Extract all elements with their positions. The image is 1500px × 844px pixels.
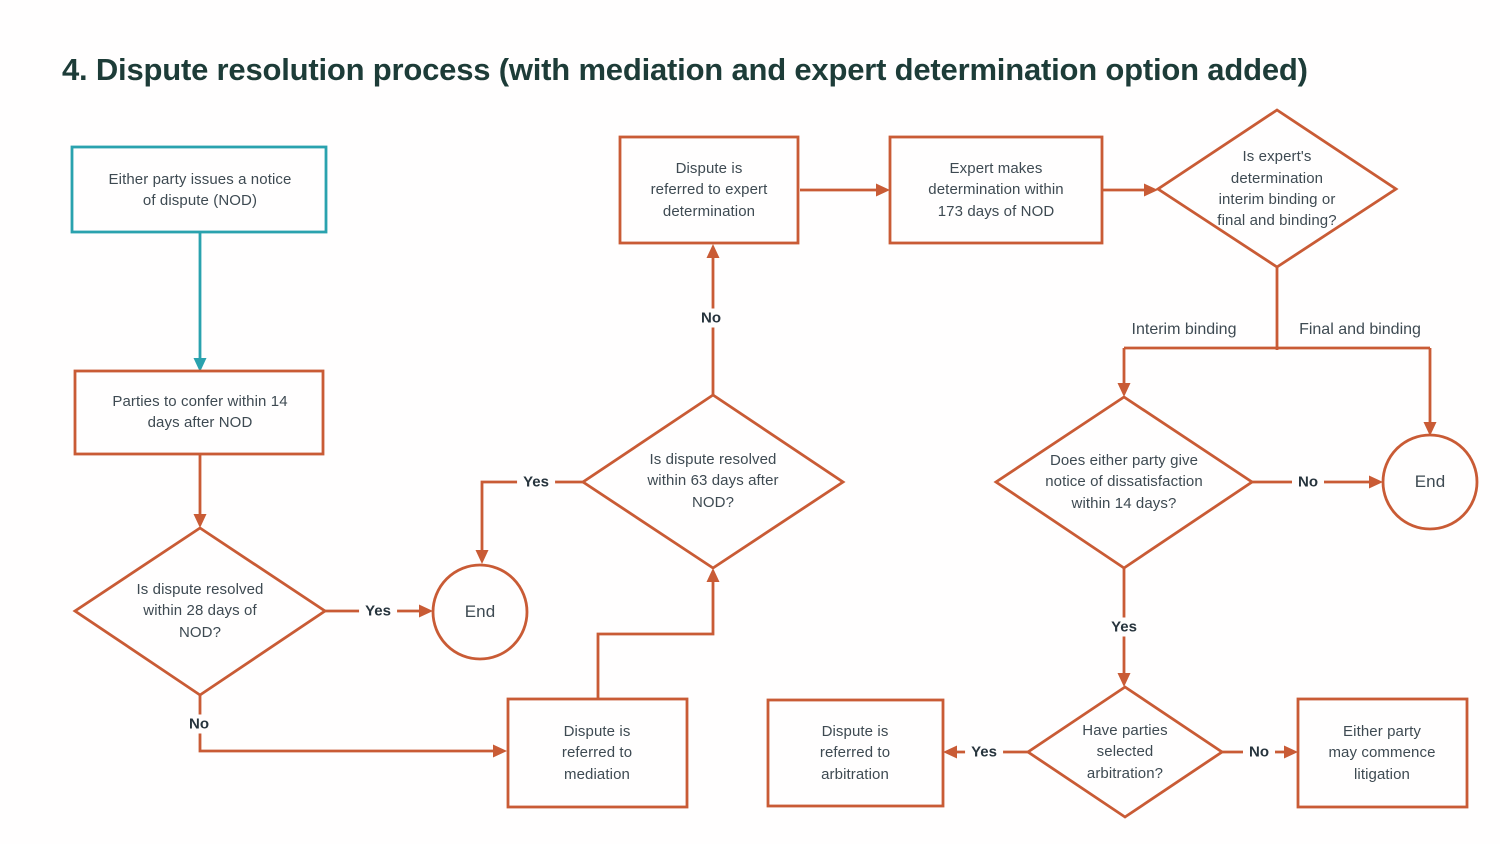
connector-mediation-to-resolved63 xyxy=(596,568,720,700)
text-line: notice of dissatisfaction xyxy=(1045,473,1203,491)
text-line: Does either party give xyxy=(1049,452,1199,470)
connector-resolved63-yes-to-end xyxy=(475,480,583,564)
text-line: within 28 days of xyxy=(143,602,257,620)
expert-determination-box-label: Expert makes determination within 173 da… xyxy=(916,146,1076,234)
text-line: determination xyxy=(1230,169,1324,187)
text-line: Either party issues a notice xyxy=(108,170,292,188)
text-line: Expert makes xyxy=(949,160,1043,178)
text-line: arbitration? xyxy=(1086,764,1164,782)
text-line: days after NOD xyxy=(147,414,253,431)
resolved28-diamond-label: Is dispute resolved within 28 days of NO… xyxy=(110,569,290,653)
text-line: may commence xyxy=(1328,744,1436,762)
text-line: End xyxy=(1414,471,1446,491)
text-line: selected xyxy=(1096,743,1154,761)
text-line: arbitration xyxy=(821,765,889,783)
expert-referral-box-label: Dispute is referred to expert determinat… xyxy=(629,146,789,234)
end1-circle-label: End xyxy=(430,588,530,636)
mediation-box-label: Dispute is referred to mediation xyxy=(537,709,657,797)
mediation-box-shape xyxy=(506,697,689,809)
text-line: 173 days of NOD xyxy=(937,202,1055,220)
nod-box-label: Either party issues a notice of dispute … xyxy=(80,150,320,230)
dissatisfaction-diamond-shape xyxy=(993,395,1255,570)
edge-label-resolved28-yes: Yes xyxy=(359,601,397,621)
edge-label-dissatisfaction-yes: Yes xyxy=(1105,617,1143,637)
text-line: litigation xyxy=(1353,765,1411,783)
text-line: determination xyxy=(662,202,756,220)
text-line: Have parties xyxy=(1082,722,1168,740)
text-line: within 63 days after xyxy=(647,472,779,490)
text-line: Is dispute resolved xyxy=(649,451,777,469)
arbitration-box-shape xyxy=(766,698,945,808)
edge-label-resolved63-yes: Yes xyxy=(517,472,555,492)
text-line: NOD? xyxy=(178,623,222,641)
edge-label-dissatisfaction-no: No xyxy=(1292,472,1324,492)
litigation-box-shape xyxy=(1296,697,1469,809)
text-line: Dispute is xyxy=(675,160,743,178)
text-line: of dispute (NOD) xyxy=(142,192,258,209)
edge-label-final-and-binding: Final and binding xyxy=(1295,320,1425,340)
expert-referral-box-shape xyxy=(618,135,800,245)
text-line: referred to xyxy=(561,744,633,762)
text-line: Dispute is xyxy=(563,723,631,741)
edge-label-resolved28-no: No xyxy=(183,714,215,734)
end2-circle-shape xyxy=(1381,433,1479,531)
text-line: Parties to confer within 14 xyxy=(112,392,288,410)
text-line: final and binding? xyxy=(1217,212,1337,230)
nod-box-shape xyxy=(70,145,328,234)
arbitration-box-label: Dispute is referred to arbitration xyxy=(795,709,915,797)
end2-circle-label: End xyxy=(1380,458,1480,506)
text-line: Dispute is xyxy=(821,723,889,741)
edge-label-interim-binding: Interim binding xyxy=(1127,320,1241,340)
arbitration-selected-diamond-shape xyxy=(1025,685,1225,819)
resolved63-diamond-shape xyxy=(580,393,846,570)
litigation-box-label: Either party may commence litigation xyxy=(1322,709,1442,797)
text-line: NOD? xyxy=(691,493,735,511)
confer-box-label: Parties to confer within 14 days after N… xyxy=(80,372,320,452)
text-line: End xyxy=(464,601,496,621)
binding-type-diamond-shape xyxy=(1155,108,1399,269)
text-line: interim binding or xyxy=(1218,191,1336,208)
text-line: determination within xyxy=(928,181,1064,199)
edge-label-arbitration-yes: Yes xyxy=(965,742,1003,762)
arbitration-selected-diamond-label: Have parties selected arbitration? xyxy=(1055,710,1195,794)
confer-box-shape xyxy=(73,369,325,456)
expert-determination-box-shape xyxy=(888,135,1104,245)
text-line: within 14 days? xyxy=(1071,494,1177,512)
text-line: Either party xyxy=(1343,723,1421,741)
page-title: 4. Dispute resolution process (with medi… xyxy=(62,52,1308,87)
text-line: referred to xyxy=(819,744,891,762)
resolved63-diamond-label: Is dispute resolved within 63 days after… xyxy=(623,439,803,523)
text-line: Is expert's xyxy=(1242,148,1312,166)
text-line: referred to expert xyxy=(650,181,768,199)
text-line: mediation xyxy=(564,765,630,783)
end1-circle-shape xyxy=(431,563,529,661)
edge-label-arbitration-no: No xyxy=(1243,742,1275,762)
binding-type-diamond-label: Is expert's determination interim bindin… xyxy=(1197,130,1357,248)
dissatisfaction-diamond-label: Does either party give notice of dissati… xyxy=(1034,440,1214,524)
resolved28-diamond-shape xyxy=(72,526,328,697)
text-line: Is dispute resolved xyxy=(136,581,264,599)
connector-resolved28-no-to-mediation xyxy=(198,695,507,758)
edge-label-resolved63-no: No xyxy=(695,308,727,328)
